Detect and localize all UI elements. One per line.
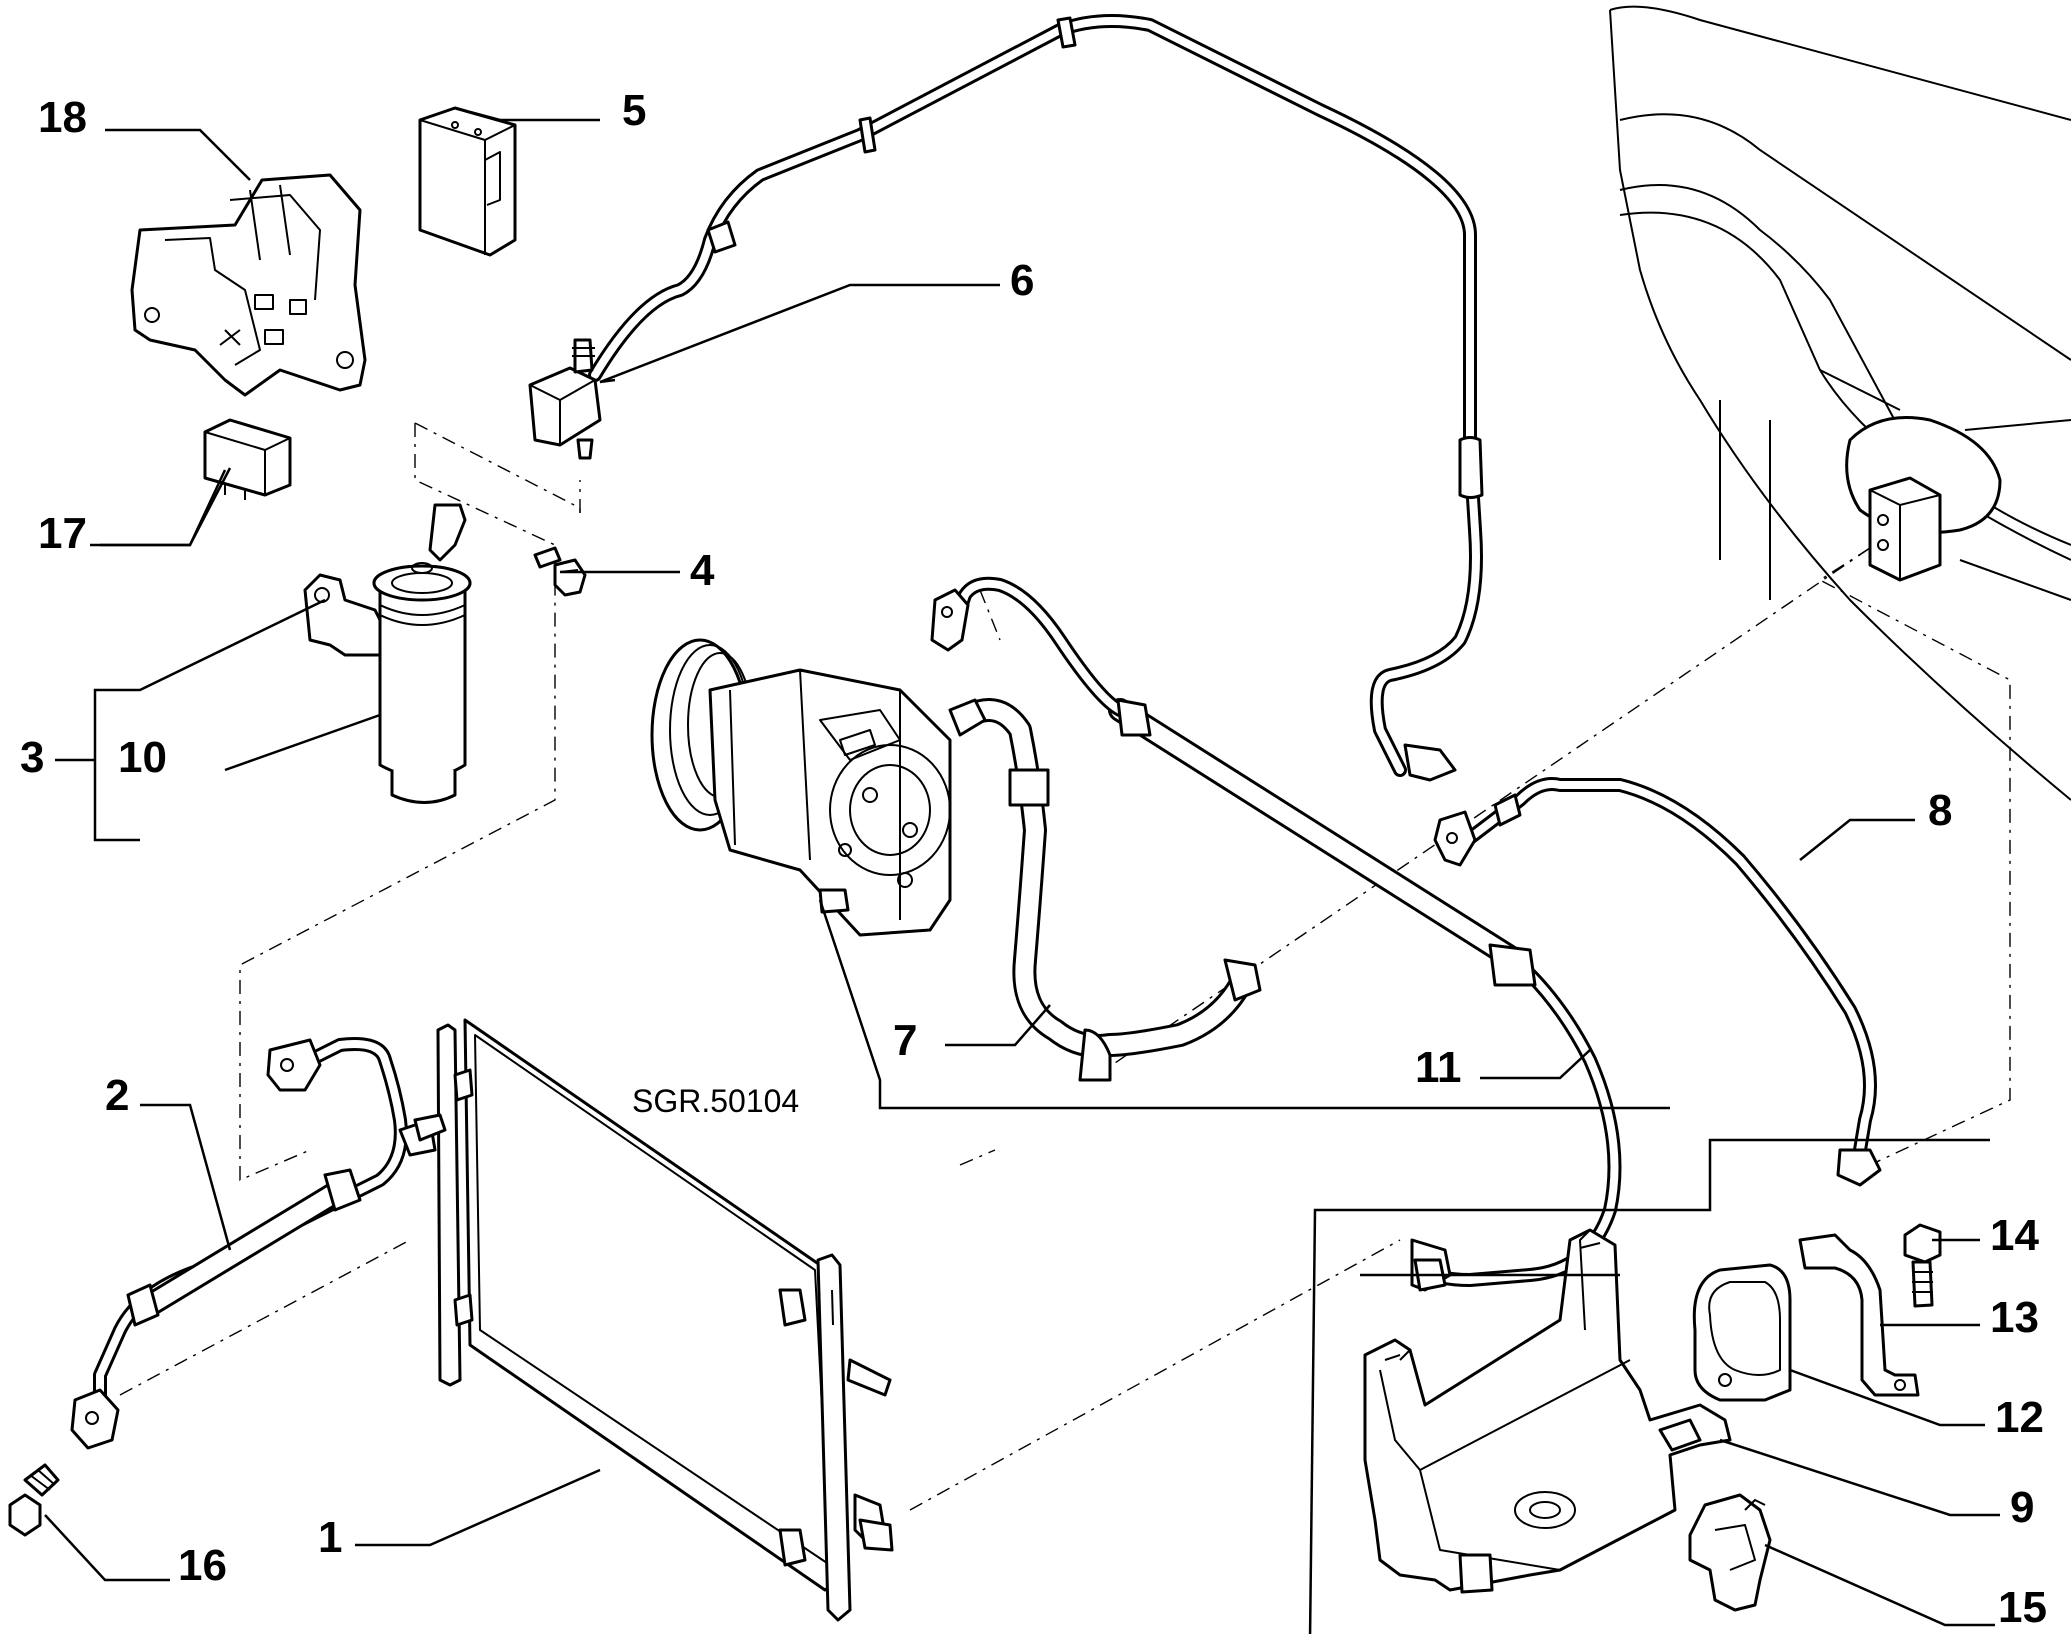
part-8-hose bbox=[1433, 777, 1882, 1187]
callout-18: 18 bbox=[38, 93, 87, 142]
part-13-clamp bbox=[1798, 1233, 1920, 1397]
part-9-bracket bbox=[1363, 1228, 1732, 1594]
callout-13: 13 bbox=[1990, 1293, 2039, 1342]
callout-3: 3 bbox=[20, 733, 44, 782]
callout-2: 2 bbox=[105, 1071, 129, 1120]
callout-11: 11 bbox=[1415, 1043, 1462, 1092]
part-15-clip bbox=[1688, 1493, 1772, 1612]
callout-12: 12 bbox=[1995, 1393, 2044, 1442]
callout-8: 8 bbox=[1928, 786, 1952, 835]
callout-5: 5 bbox=[622, 86, 646, 135]
callout-17: 17 bbox=[38, 509, 87, 558]
compressor bbox=[650, 638, 952, 937]
callout-14: 14 bbox=[1990, 1211, 2039, 1260]
part-6-hose bbox=[528, 14, 1484, 782]
reference-code: SGR.50104 bbox=[632, 1083, 799, 1119]
part-16-bolt bbox=[8, 1463, 60, 1537]
part-12-bushing bbox=[1692, 1263, 1792, 1402]
part-5-block bbox=[418, 106, 517, 257]
part-4-bolt bbox=[533, 546, 587, 597]
callout-1: 1 bbox=[318, 1513, 342, 1562]
part-1-condenser bbox=[398, 1018, 894, 1622]
callout-16: 16 bbox=[178, 1541, 227, 1590]
callout-9: 9 bbox=[2010, 1483, 2034, 1532]
callout-15: 15 bbox=[1998, 1583, 2047, 1632]
assembly-guide-lines bbox=[119, 422, 2011, 1511]
part-11-hose bbox=[930, 576, 1622, 1292]
callout-6: 6 bbox=[1010, 256, 1034, 305]
callout-4: 4 bbox=[690, 546, 715, 595]
callout-7: 7 bbox=[893, 1016, 917, 1065]
part-14-bolt bbox=[1903, 1223, 1942, 1308]
part-18-bracket bbox=[130, 173, 367, 397]
callout-10: 10 bbox=[118, 733, 167, 782]
callout-labels: 18 5 6 17 4 3 10 7 8 11 SGR.50104 2 14 1… bbox=[20, 86, 2047, 1632]
part-7-hose bbox=[948, 698, 1262, 1082]
part-2-hose bbox=[70, 1037, 408, 1450]
vehicle-body-outline bbox=[1609, 5, 2071, 801]
leader-lines bbox=[44, 110, 2000, 1634]
part-10-receiver-drier bbox=[303, 503, 472, 804]
